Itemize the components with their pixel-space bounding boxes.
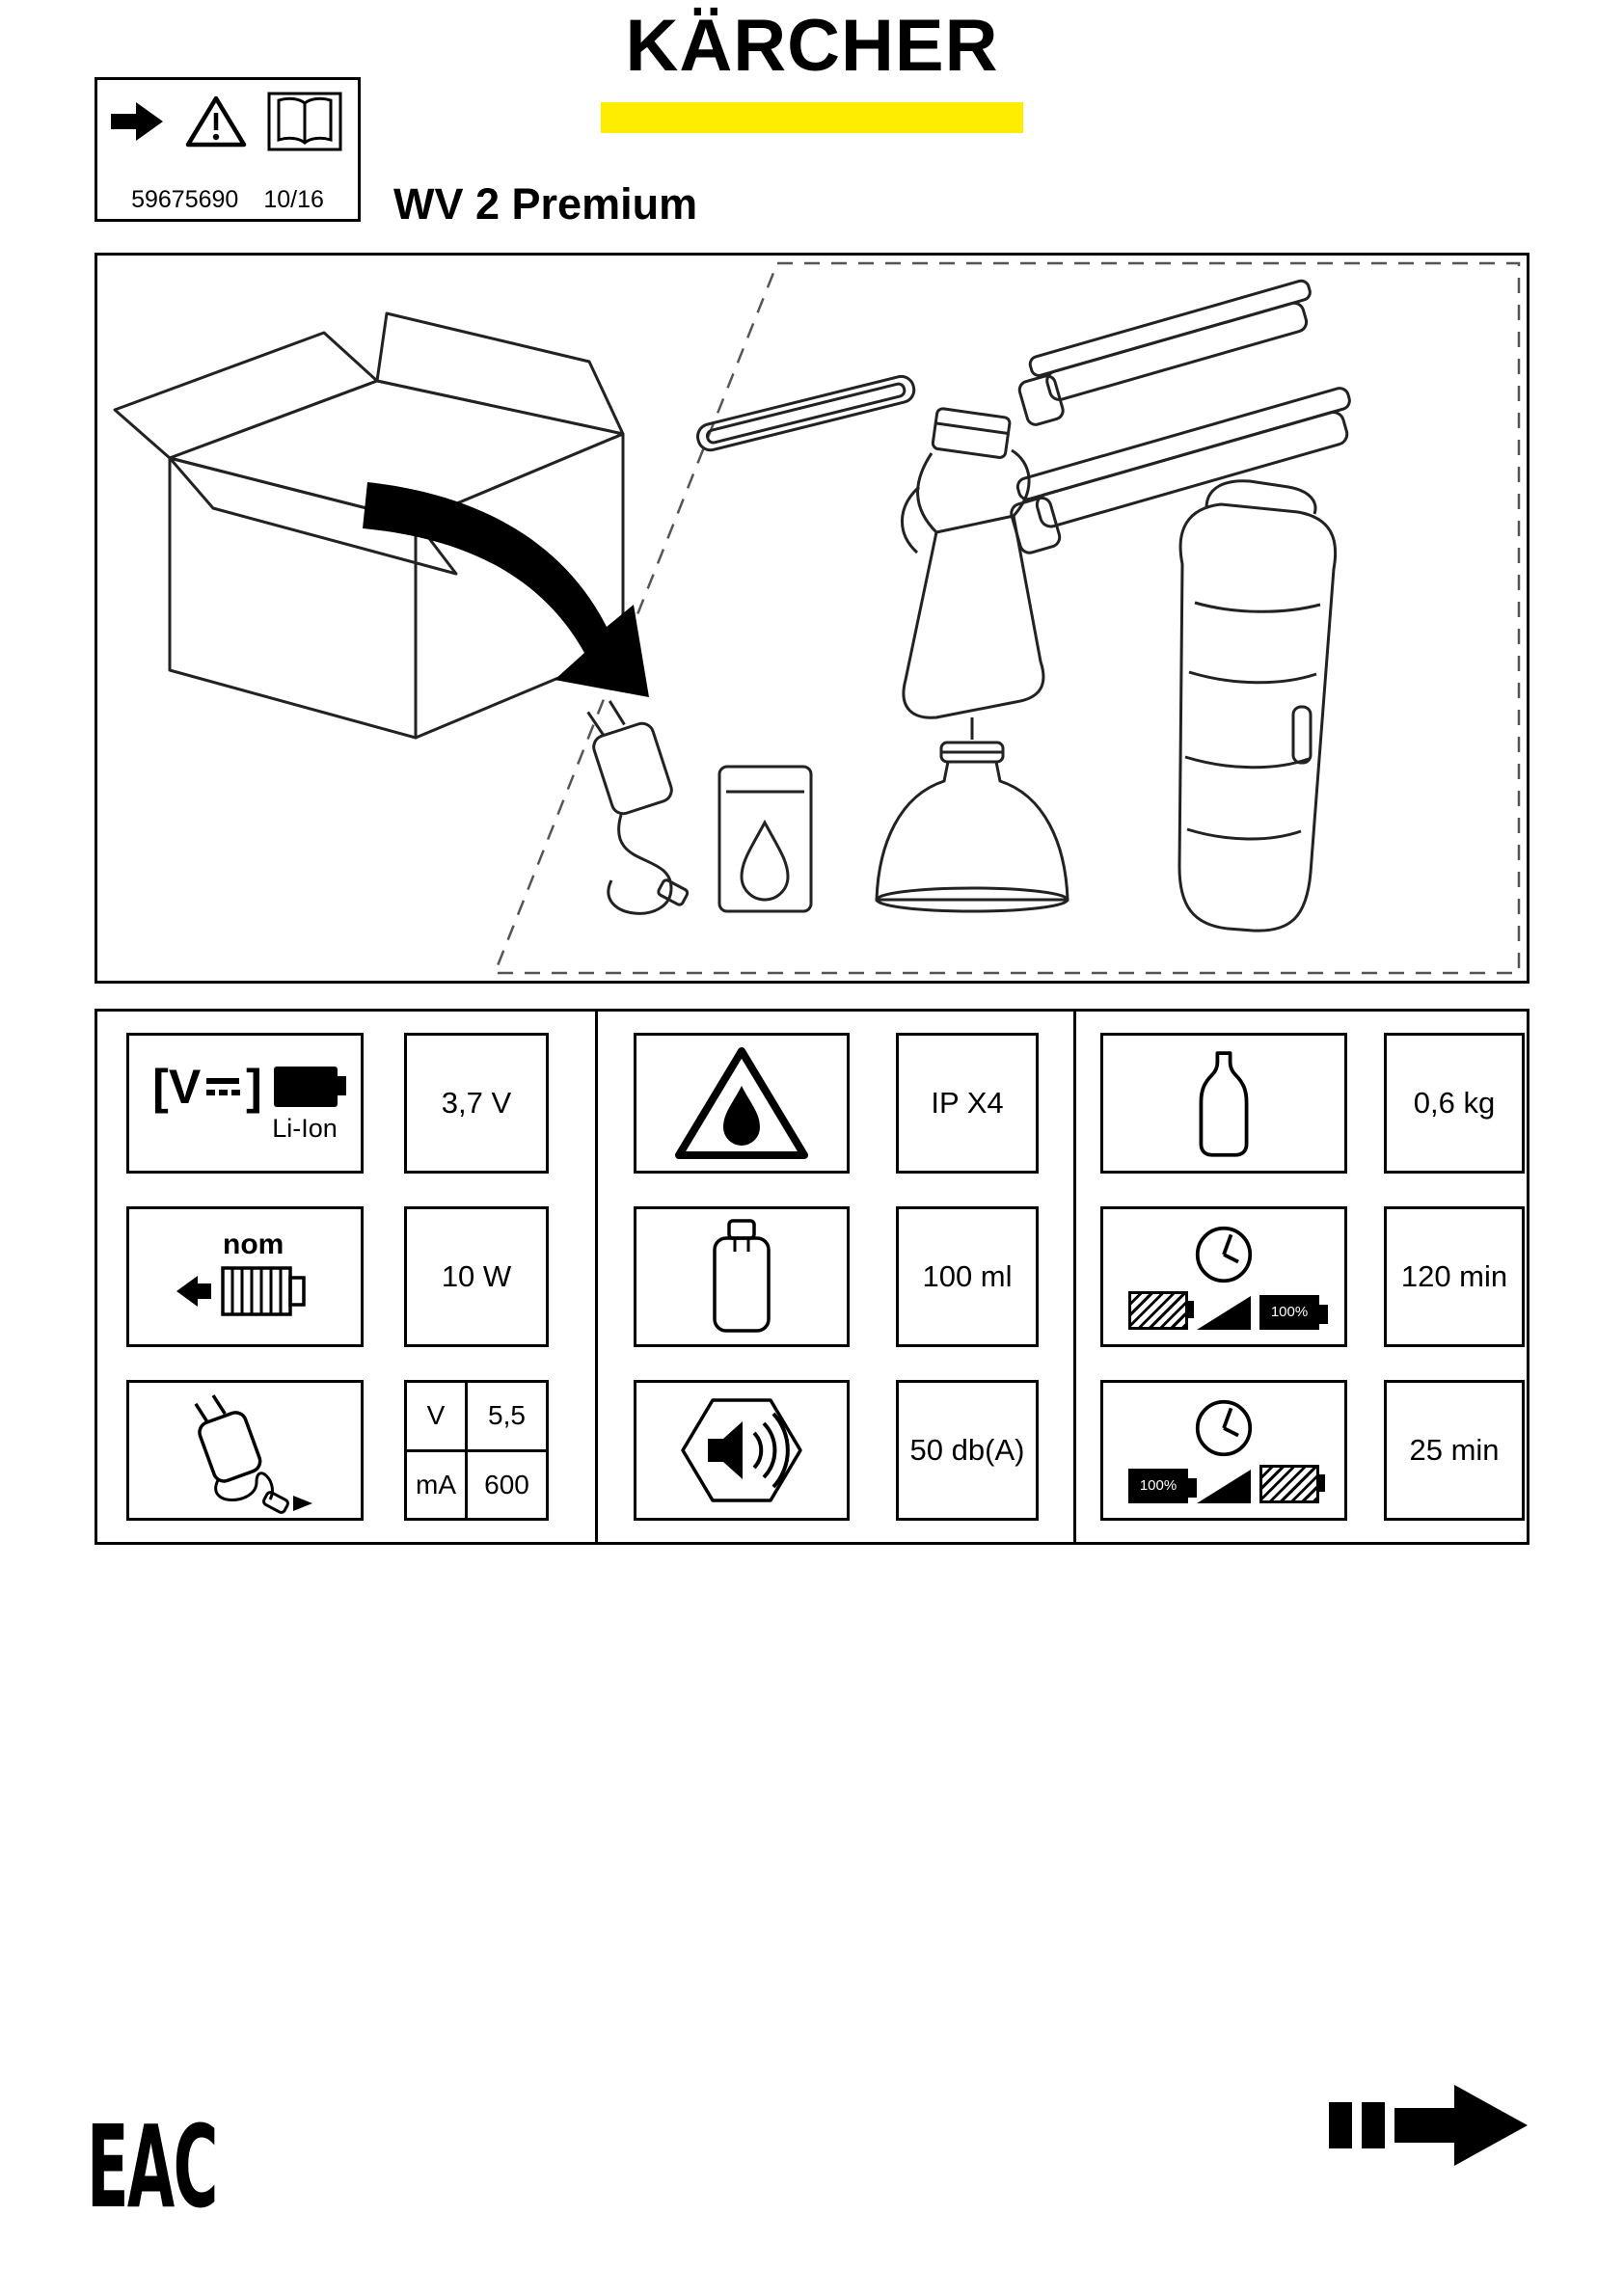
unpack-arrow	[363, 482, 649, 697]
arrow-icon	[111, 102, 163, 141]
dashed-contents-outline	[493, 261, 1521, 975]
header-icons-box: 59675690 10/16	[95, 77, 361, 222]
battery-full-icon	[1259, 1464, 1325, 1503]
sound-level-value: 50 db(A)	[896, 1380, 1039, 1521]
runtime-value: 120 min	[1384, 1206, 1525, 1347]
page-turn-arrow-icon	[1329, 2085, 1528, 2166]
date-code: 10/16	[263, 186, 324, 213]
clock-icon	[1195, 1226, 1253, 1283]
water-warning-icon	[675, 1047, 808, 1159]
dc-current-icon	[206, 1078, 241, 1095]
illustration-panel	[95, 253, 1529, 984]
weight-pictogram	[1100, 1033, 1347, 1174]
battery-100-label: 100%	[1139, 1477, 1177, 1494]
sound-pictogram	[634, 1380, 850, 1521]
squeegee-blade-small	[1017, 279, 1312, 426]
battery-voltage-text: 3,7 V	[441, 1086, 512, 1120]
battery-100-label: 100%	[1270, 1304, 1309, 1320]
weight-icon	[1199, 1051, 1249, 1157]
tank-pictogram	[634, 1206, 850, 1347]
power-text: 10 W	[441, 1259, 512, 1293]
weight-value: 0,6 kg	[1384, 1033, 1525, 1174]
weight-text: 0,6 kg	[1413, 1086, 1496, 1120]
water-warning-pictogram	[634, 1033, 850, 1174]
part-number: 59675690	[131, 186, 239, 213]
product-illustration	[113, 261, 1521, 975]
eac-text: EAC	[87, 2100, 218, 2233]
tank-volume-value: 100 ml	[896, 1206, 1039, 1347]
charger-volt-value: 5,5	[488, 1400, 526, 1431]
specs-divider-1	[595, 1012, 598, 1542]
protection-class-value: IP X4	[896, 1033, 1039, 1174]
protection-class-text: IP X4	[931, 1086, 1004, 1120]
motor-nom-label: nom	[223, 1229, 284, 1260]
voltage-bracket-close: ]	[246, 1060, 262, 1114]
charge-time-pictogram: 100%	[1100, 1380, 1347, 1521]
spare-blade	[696, 374, 916, 452]
charger-rating-row: V 5,5	[407, 1383, 546, 1452]
clock-icon	[1195, 1399, 1253, 1456]
device-body	[1177, 479, 1338, 932]
warning-triangle-icon	[185, 95, 247, 148]
charger-volt-unit: V	[407, 1383, 468, 1449]
charger-icon	[194, 1394, 312, 1514]
specs-divider-2	[1073, 1012, 1076, 1542]
battery-type-label: Li-Ion	[272, 1114, 338, 1143]
squeegee-blade-large	[1010, 387, 1351, 554]
charger-rating-row: mA 600	[407, 1451, 546, 1518]
part-info-row: 59675690 10/16	[97, 186, 358, 219]
tank-volume-text: 100 ml	[922, 1259, 1013, 1293]
spray-head	[901, 407, 1045, 740]
power-value: 10 W	[404, 1206, 549, 1347]
brand-logo: KÄRCHER	[625, 5, 999, 87]
bottle-tank	[875, 741, 1069, 913]
voltage-bracket-open: [V	[152, 1060, 202, 1114]
detergent-sachet	[717, 765, 813, 913]
brand-yellow-bar	[601, 102, 1023, 133]
battery-voltage-value: 3,7 V	[404, 1033, 549, 1174]
tank-icon	[713, 1219, 771, 1333]
specs-panel: [V ] Li-Ion 3,7 V IP X4	[95, 1009, 1529, 1545]
battery-voltage-pictogram: [V ] Li-Ion	[126, 1033, 364, 1174]
sound-level-text: 50 db(A)	[909, 1433, 1025, 1467]
eac-mark: EAC	[87, 2100, 218, 2233]
charger	[586, 700, 690, 915]
charge-time-value: 25 min	[1384, 1380, 1525, 1521]
runtime-pictogram: 100%	[1100, 1206, 1347, 1347]
charge-ramp-icon	[1197, 1469, 1251, 1503]
charger-current-unit: mA	[407, 1451, 468, 1518]
header-icons-row	[97, 80, 358, 151]
charger-pictogram	[126, 1380, 364, 1521]
charge-time-text: 25 min	[1409, 1433, 1500, 1467]
discharge-ramp-icon	[1197, 1295, 1251, 1330]
battery-100-icon: 100%	[1259, 1294, 1328, 1330]
battery-icon	[273, 1067, 346, 1107]
motor-icon	[176, 1266, 306, 1316]
sound-level-icon	[681, 1398, 802, 1502]
charger-rating-table: V 5,5 mA 600	[404, 1380, 549, 1521]
charger-current-value: 600	[484, 1469, 529, 1499]
manual-book-icon	[267, 92, 342, 151]
battery-full-icon	[1128, 1290, 1194, 1330]
power-pictogram: nom	[126, 1206, 364, 1347]
page-title: WV 2 Premium	[393, 179, 698, 229]
runtime-text: 120 min	[1400, 1259, 1508, 1293]
battery-100-icon: 100%	[1128, 1468, 1197, 1503]
